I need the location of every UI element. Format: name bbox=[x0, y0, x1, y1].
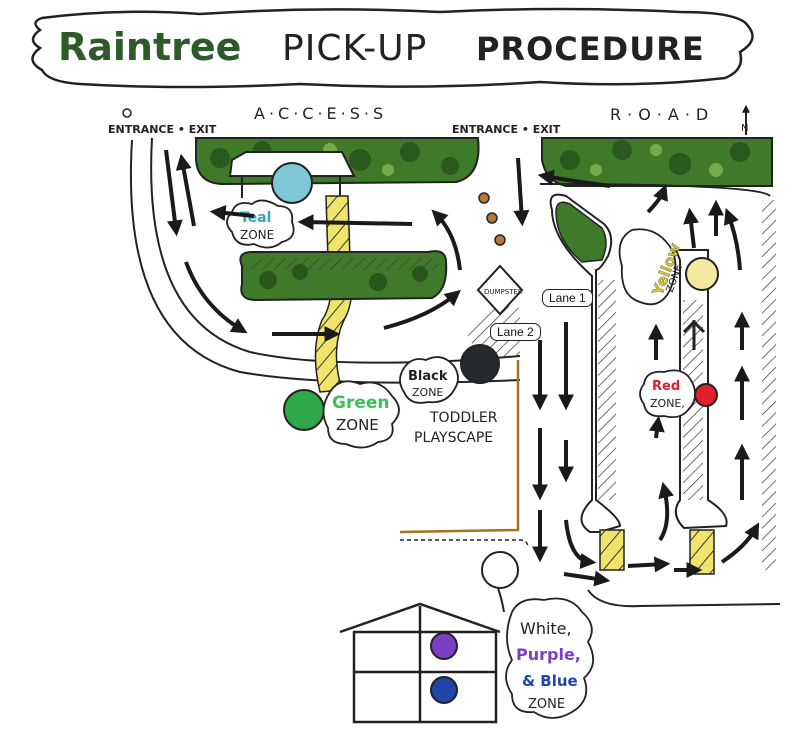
green-zone-marker bbox=[283, 389, 325, 431]
dumpster: DUMPSTER bbox=[476, 264, 524, 316]
green-zone: Green ZONE bbox=[283, 380, 400, 449]
black-zone: Black ZONE bbox=[399, 344, 500, 404]
white-zone-marker bbox=[481, 551, 519, 589]
red-zone: Red ZONE, bbox=[639, 369, 718, 419]
entrance-exit-right: ENTRANCE • EXIT bbox=[452, 123, 561, 136]
access-road-labels: A·C·C·E·S·S R·O·A·D ENTRANCE • EXIT ENTR… bbox=[108, 104, 750, 136]
median-yellow-side bbox=[549, 193, 625, 571]
teal-zone-suffix: ZONE bbox=[240, 228, 274, 242]
lane-1-label: Lane 1 bbox=[542, 289, 593, 307]
green-zone-suffix: ZONE bbox=[336, 416, 379, 434]
purple-zone-marker bbox=[430, 632, 458, 660]
title-procedure: PROCEDURE bbox=[476, 30, 705, 68]
teal-zone-name: Teal bbox=[240, 210, 271, 226]
green-zone-name: Green bbox=[332, 393, 390, 413]
playground-fence bbox=[399, 360, 520, 534]
title-banner: Raintree PICK-UP PROCEDURE bbox=[31, 7, 754, 89]
red-zone-name: Red bbox=[652, 379, 680, 394]
purple-zone-label: Purple, bbox=[516, 645, 581, 664]
access-label: A·C·C·E·S·S bbox=[254, 104, 387, 123]
road-marker-icon bbox=[122, 108, 132, 118]
middle-island bbox=[239, 250, 448, 302]
lane-2-label: Lane 2 bbox=[490, 323, 541, 341]
building bbox=[339, 551, 519, 724]
toddler-playscape: TODDLER PLAYSCAPE bbox=[414, 410, 498, 446]
white-group-suffix: ZONE bbox=[528, 697, 565, 712]
teal-zone-marker bbox=[271, 162, 313, 204]
north-label: N bbox=[741, 123, 748, 134]
dumpster-label: DUMPSTER bbox=[484, 288, 523, 296]
black-zone-suffix: ZONE bbox=[412, 386, 443, 399]
road-label: R·O·A·D bbox=[610, 105, 714, 124]
toddler-label-1: TODDLER bbox=[429, 410, 498, 426]
stepping-stones bbox=[478, 192, 506, 246]
red-zone-marker bbox=[694, 383, 718, 407]
teal-zone: Teal ZONE bbox=[226, 162, 313, 249]
yellow-zone-marker bbox=[685, 257, 719, 291]
black-zone-name: Black bbox=[408, 369, 448, 384]
black-zone-marker bbox=[460, 344, 500, 384]
red-zone-suffix: ZONE, bbox=[650, 397, 685, 410]
white-purple-blue-zone: White, Purple, & Blue ZONE bbox=[505, 597, 594, 719]
toddler-label-2: PLAYSCAPE bbox=[414, 430, 493, 446]
top-foliage-right bbox=[541, 137, 773, 187]
lane-arrows bbox=[532, 169, 760, 587]
right-curb bbox=[762, 200, 776, 570]
white-zone-label: White, bbox=[520, 619, 572, 638]
front-lot-arrows bbox=[164, 149, 530, 342]
title-brand: Raintree bbox=[58, 25, 241, 69]
blue-zone-label: & Blue bbox=[522, 672, 578, 690]
blue-zone-marker bbox=[430, 676, 458, 704]
entrance-exit-left: ENTRANCE • EXIT bbox=[108, 123, 217, 136]
title-pickup: PICK-UP bbox=[282, 28, 427, 69]
